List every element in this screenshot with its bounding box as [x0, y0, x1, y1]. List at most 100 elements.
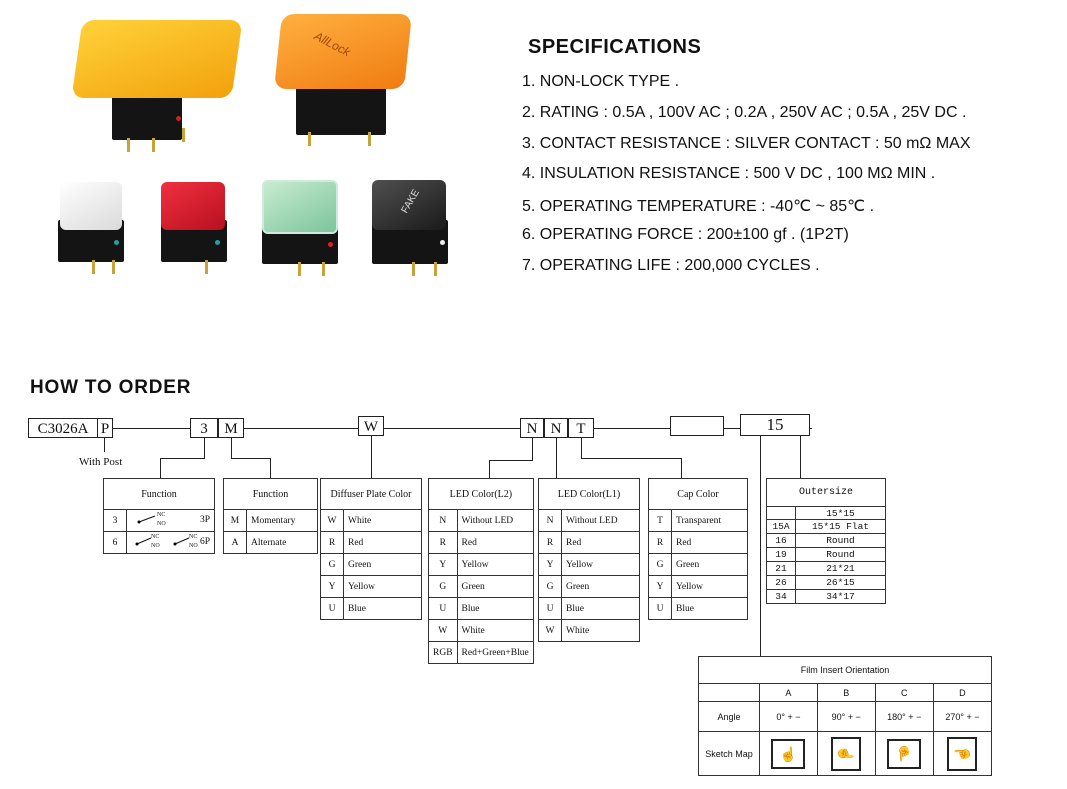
- switch-1p-icon: [137, 515, 156, 524]
- angle-cell: 270° + −: [932, 701, 993, 732]
- option-value: Yellow: [671, 575, 748, 598]
- angle-cell: 180° + −: [874, 701, 934, 732]
- table-header: Cap Color: [648, 478, 748, 510]
- spec-item: 5. OPERATING TEMPERATURE : -40℃ ~ 85℃ .: [522, 198, 875, 215]
- option-value: Red: [561, 531, 640, 554]
- product-photo-yellow: [71, 18, 243, 153]
- option-key: Y: [428, 553, 458, 576]
- option-value: Red: [456, 531, 534, 554]
- column-header: A: [759, 683, 818, 702]
- option-value: Blue: [456, 597, 534, 620]
- code-box-mode: M: [218, 418, 244, 438]
- option-key: 3: [103, 509, 127, 532]
- option-value: 21*21: [795, 561, 886, 576]
- option-key: T: [648, 509, 672, 532]
- option-key: 34: [766, 589, 796, 604]
- option-key: R: [320, 531, 344, 554]
- option-value: Without LED: [456, 509, 534, 532]
- option-key: U: [648, 597, 672, 620]
- option-key: W: [428, 619, 458, 642]
- option-value: 3P: [199, 515, 210, 525]
- option-value: Transparent: [671, 509, 748, 532]
- spec-item: 4. INSULATION RESISTANCE : 500 V DC , 10…: [522, 165, 936, 182]
- code-box-led1: N: [544, 418, 568, 438]
- hand-pointing-icon: ☝: [887, 738, 922, 769]
- option-value: Yellow: [561, 553, 640, 576]
- option-key: 16: [766, 533, 796, 548]
- table-header: Outersize: [766, 478, 886, 507]
- angle-cell: 90° + −: [816, 701, 876, 732]
- option-value: Yellow: [456, 553, 534, 576]
- option-value: Blue: [343, 597, 422, 620]
- product-photo-red: [155, 180, 235, 280]
- option-key: G: [538, 575, 562, 598]
- switch-2p-icon: [135, 537, 190, 546]
- option-key: R: [648, 531, 672, 554]
- spec-item: 1. NON-LOCK TYPE .: [522, 73, 680, 90]
- specifications-title: SPECIFICATIONS: [528, 36, 702, 58]
- option-value: Red: [343, 531, 422, 554]
- option-key: 15A: [766, 519, 796, 534]
- option-key: R: [538, 531, 562, 554]
- option-key: Y: [648, 575, 672, 598]
- product-photo-green: [258, 178, 348, 283]
- spec-item: 2. RATING : 0.5A , 100V AC ; 0.2A , 250V…: [522, 104, 967, 121]
- table-header: Function: [103, 478, 215, 510]
- function-table: Function 3 NC NO 3P 6 NC NO NC NO 6P: [103, 478, 215, 554]
- option-value: 6P: [199, 537, 210, 547]
- code-box-post: P: [97, 418, 113, 438]
- option-key: A: [223, 531, 247, 554]
- option-key: W: [320, 509, 344, 532]
- option-value: White: [343, 509, 422, 532]
- option-key: U: [320, 597, 344, 620]
- option-value: Green: [456, 575, 534, 598]
- row-label: Angle: [698, 701, 760, 732]
- option-value: White: [456, 619, 534, 642]
- table-header: Diffuser Plate Color: [320, 478, 422, 510]
- option-value-cell: NC NO NC NO 6P: [126, 531, 215, 554]
- option-key: U: [428, 597, 458, 620]
- option-key: N: [538, 509, 562, 532]
- option-value: 15*15 Flat: [795, 519, 886, 534]
- option-key: U: [538, 597, 562, 620]
- option-key: [766, 506, 796, 520]
- column-header: C: [874, 683, 934, 702]
- option-key: G: [648, 553, 672, 576]
- option-value: 26*15: [795, 575, 886, 590]
- code-box-cap: T: [568, 418, 594, 438]
- film-orientation-table: Film Insert Orientation A B C D Angle 0°…: [698, 656, 993, 776]
- option-value: Blue: [561, 597, 640, 620]
- option-value: Green: [343, 553, 422, 576]
- option-value: Red: [671, 531, 748, 554]
- option-key: M: [223, 509, 247, 532]
- hand-pointing-icon: ☝: [831, 736, 862, 771]
- how-to-order-title: HOW TO ORDER: [30, 377, 192, 398]
- code-box-diffuser: W: [358, 416, 384, 436]
- option-key: N: [428, 509, 458, 532]
- product-photo-orange: AllLock: [268, 12, 418, 147]
- table-header: LED Color(L2): [428, 478, 534, 510]
- option-key: 6: [103, 531, 127, 554]
- option-key: G: [428, 575, 458, 598]
- option-value: Momentary: [246, 509, 318, 532]
- column-header: D: [932, 683, 993, 702]
- code-box-base: C3026A: [28, 418, 98, 438]
- option-value: Red+Green+Blue: [456, 641, 534, 664]
- code-box-function: 3: [190, 418, 218, 438]
- option-key: 26: [766, 575, 796, 590]
- hand-pointing-icon: ☝: [947, 736, 978, 771]
- option-key: G: [320, 553, 344, 576]
- yellow-cap: [71, 20, 243, 98]
- option-key: R: [428, 531, 458, 554]
- option-key: Y: [538, 553, 562, 576]
- option-value: 34*17: [795, 589, 886, 604]
- option-value: Green: [671, 553, 748, 576]
- option-key: 19: [766, 547, 796, 562]
- option-value-cell: NC NO 3P: [126, 509, 215, 532]
- option-key: Y: [320, 575, 344, 598]
- option-key: 21: [766, 561, 796, 576]
